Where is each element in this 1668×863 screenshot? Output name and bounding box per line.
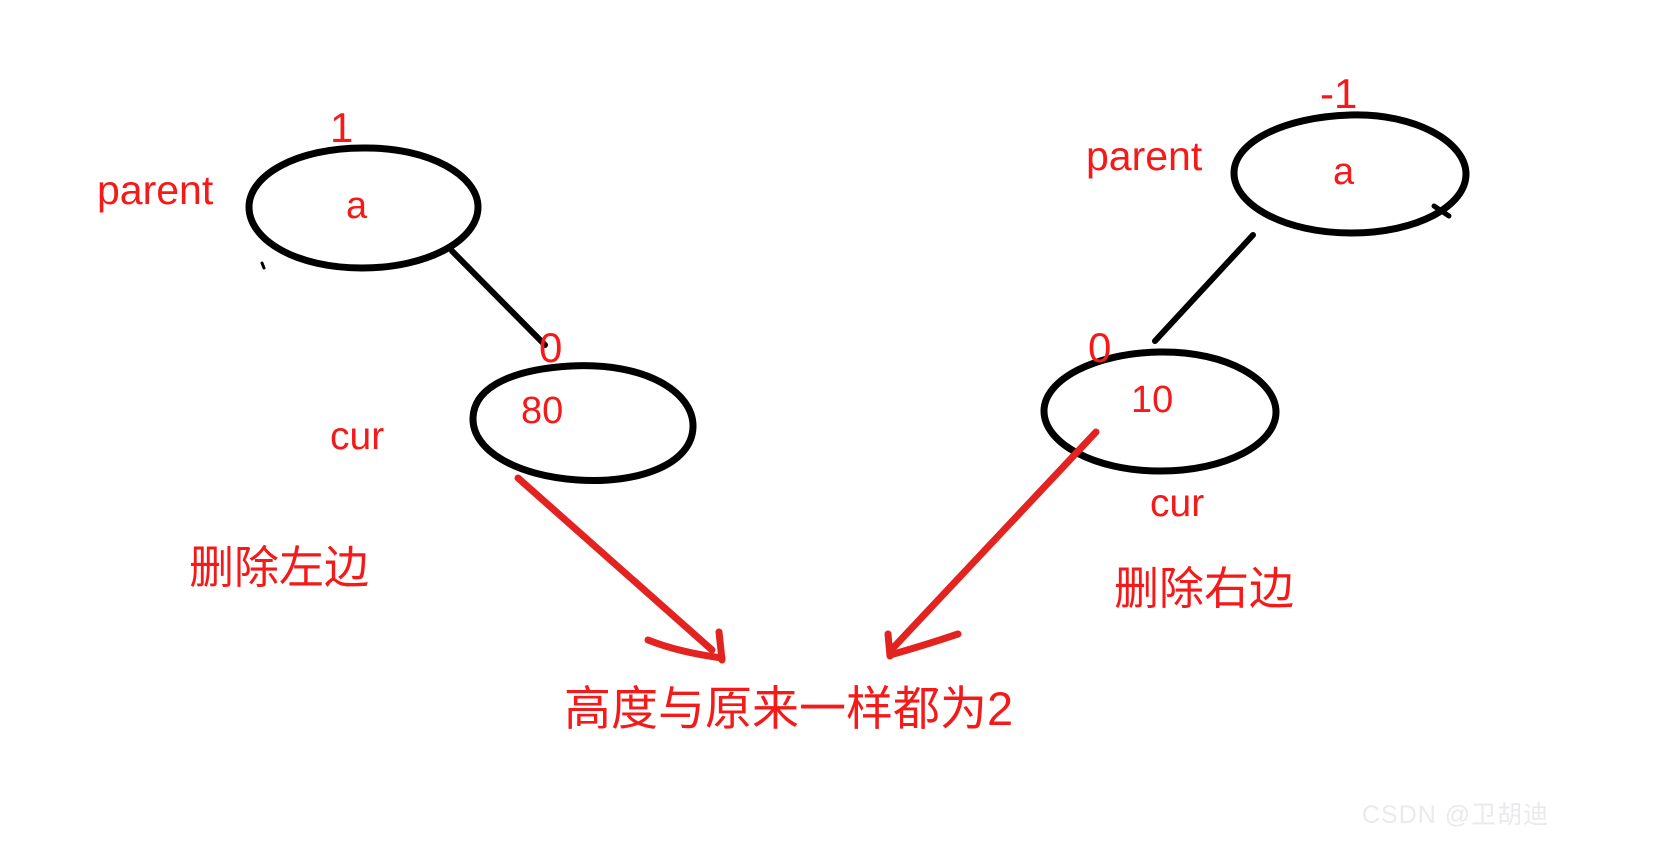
left-child-balance-factor: 0 xyxy=(539,324,563,371)
left-stray-mark xyxy=(260,261,266,270)
left-red-arrow-shaft xyxy=(514,474,716,654)
left-red-arrow-head xyxy=(644,636,726,662)
right-note-delete-right: 删除右边 xyxy=(1114,563,1295,614)
left-cur-label: cur xyxy=(330,415,385,458)
right-parent-balance-factor: -1 xyxy=(1320,70,1358,117)
right-parent-node-value: a xyxy=(1333,151,1355,193)
right-child-ellipse xyxy=(1040,348,1280,475)
left-parent-balance-factor: 1 xyxy=(330,104,354,151)
right-parent-ellipse xyxy=(1230,111,1470,237)
right-tree-edge xyxy=(1152,232,1256,344)
right-cur-label: cur xyxy=(1150,482,1205,525)
right-red-arrow-head-2 xyxy=(886,630,962,659)
bottom-caption: 高度与原来一样都为2 xyxy=(564,682,1014,735)
right-child-balance-factor: 0 xyxy=(1088,324,1112,371)
csdn-watermark: CSDN @卫胡迪 xyxy=(1362,801,1550,829)
left-tree-edge xyxy=(449,248,548,348)
right-parent-label: parent xyxy=(1086,133,1203,179)
right-red-arrow-shaft xyxy=(889,428,1100,652)
right-parent-ellipse-tail xyxy=(1431,203,1452,219)
left-parent-node-value: a xyxy=(346,185,368,227)
left-child-ellipse xyxy=(469,362,697,485)
left-parent-label: parent xyxy=(97,167,214,213)
left-red-arrow-head-2 xyxy=(715,628,726,664)
left-child-node-value: 80 xyxy=(521,390,564,432)
left-parent-ellipse xyxy=(245,144,482,272)
right-child-node-value: 10 xyxy=(1131,379,1174,421)
left-note-delete-left: 删除左边 xyxy=(189,542,370,593)
